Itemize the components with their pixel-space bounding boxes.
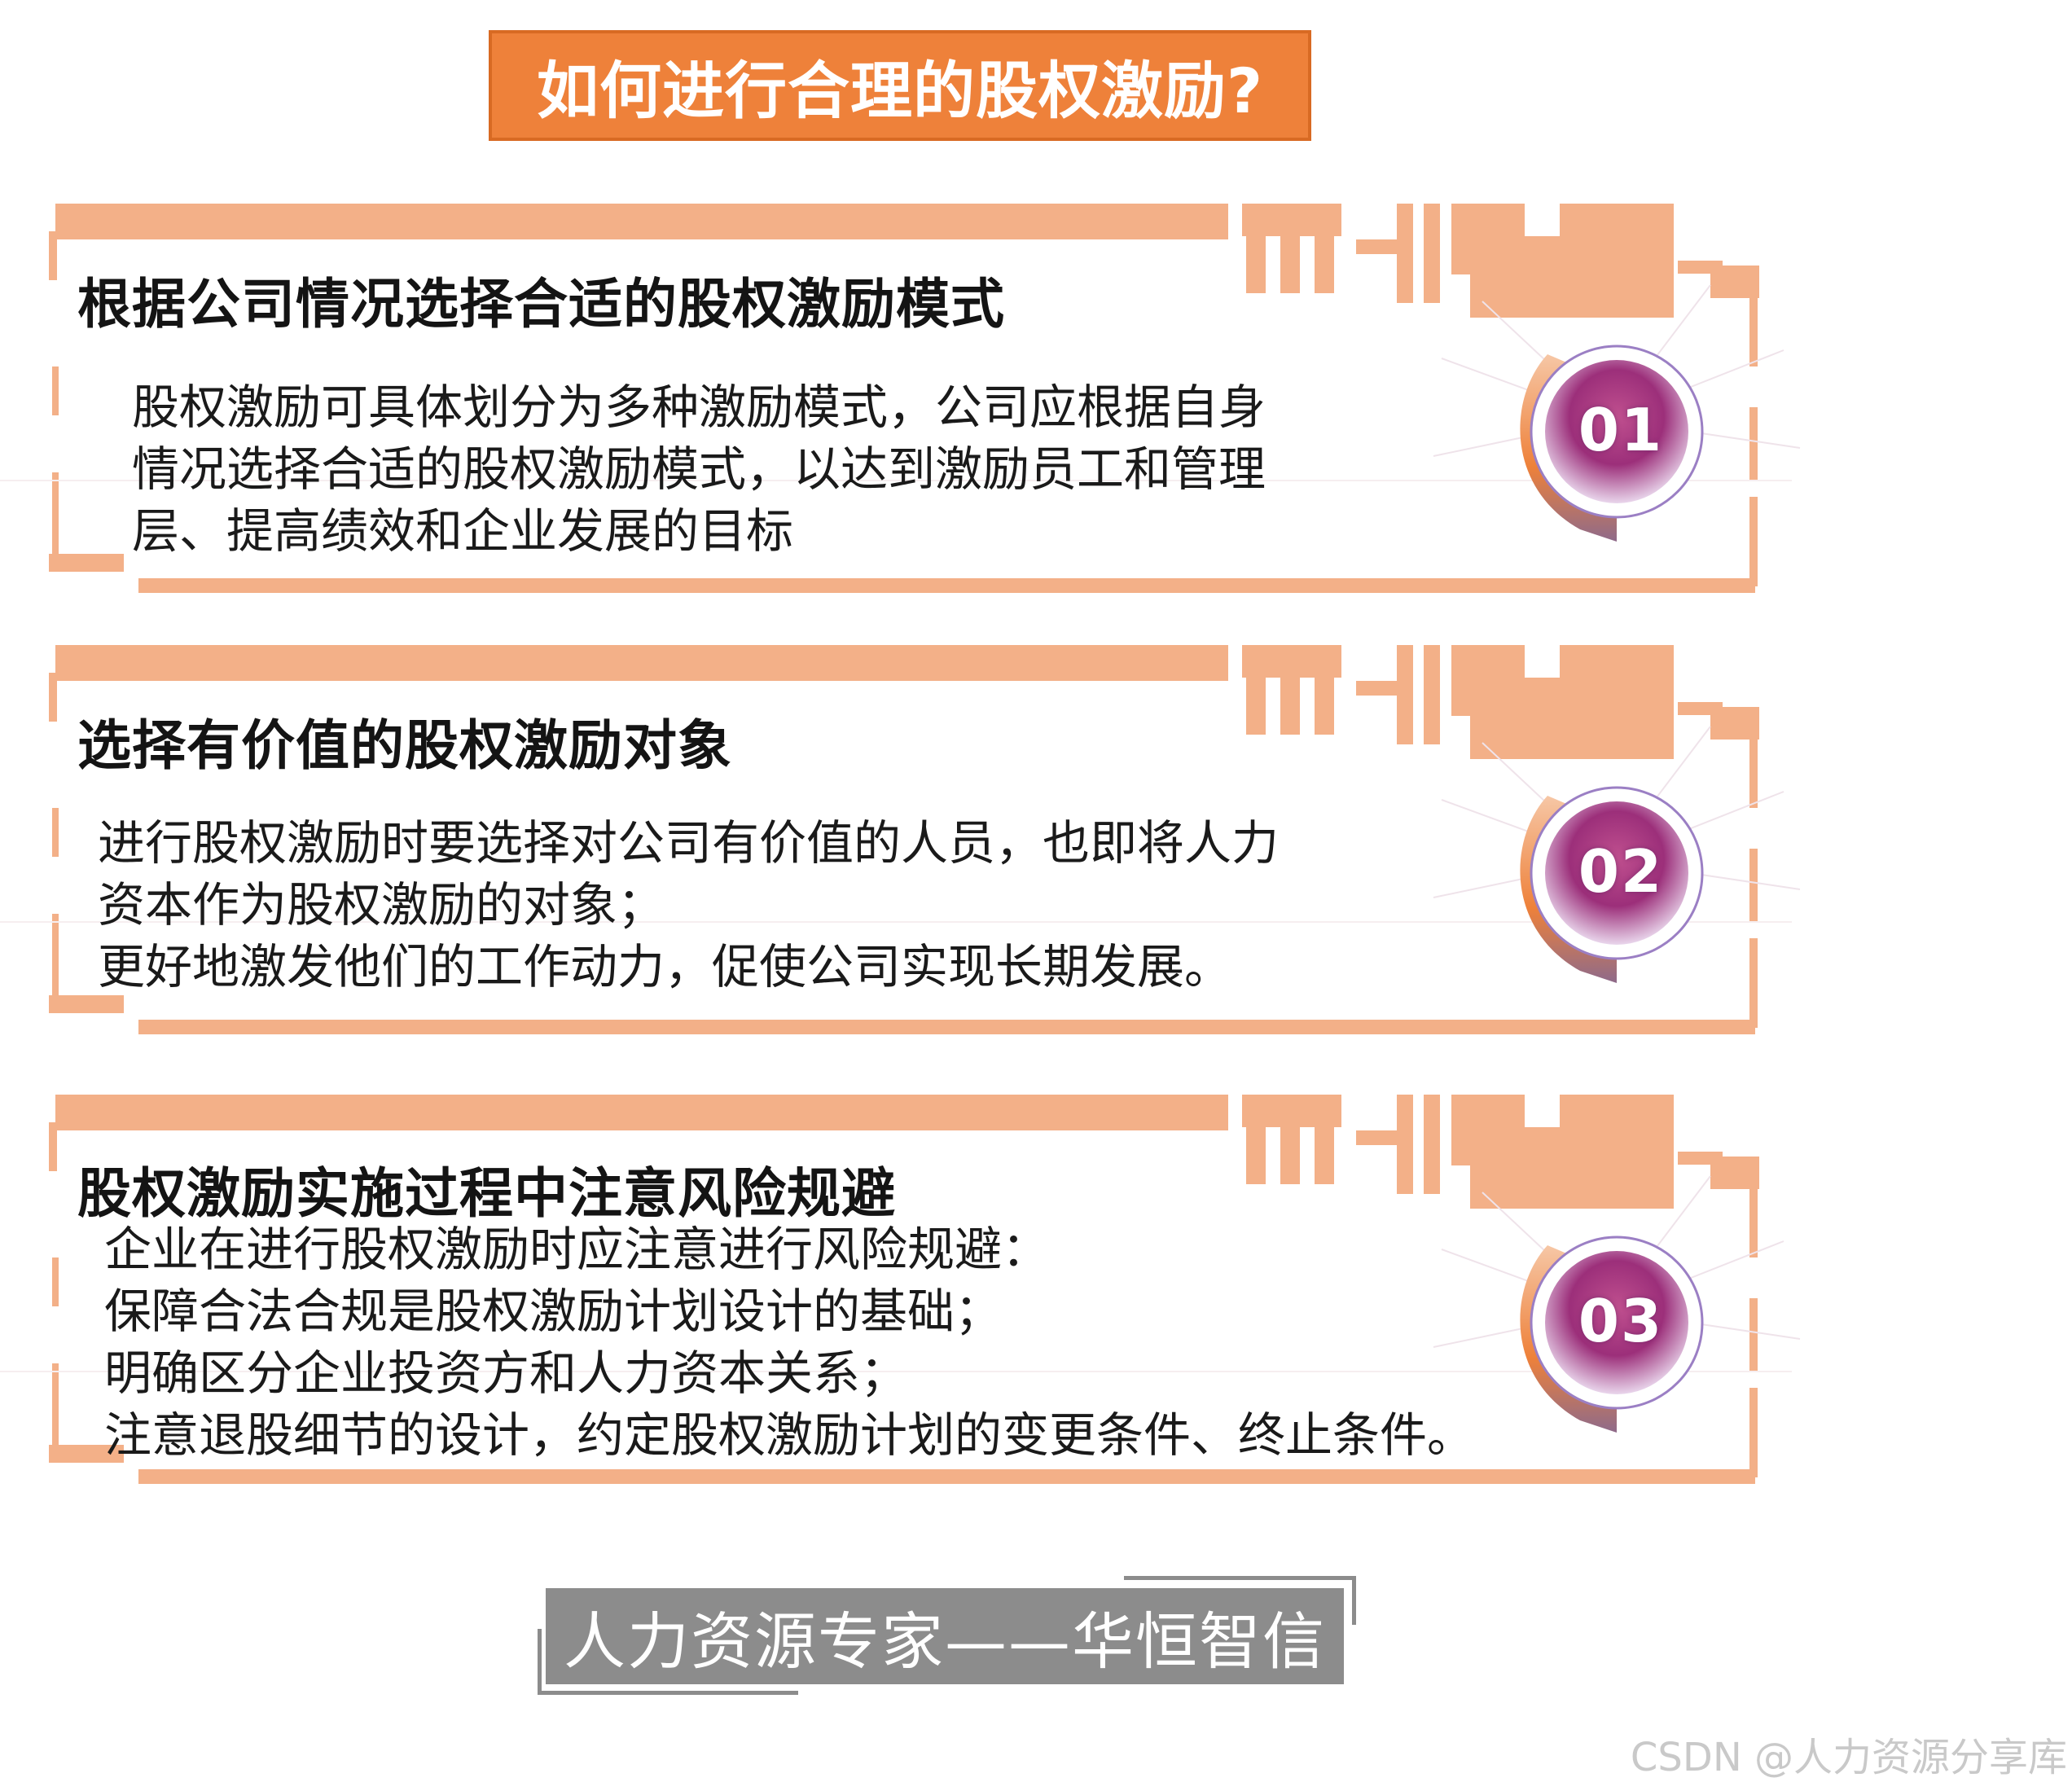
section-body-line: 层、提高绩效和企业发展的目标 [132, 503, 794, 559]
section-number-badge: 03 [1578, 1287, 1664, 1355]
watermark: CSDN @人力资源分享库 [1630, 1735, 2067, 1780]
footer-banner: 人力资源专家——华恒智信 [546, 1588, 1344, 1684]
section-heading: 根据公司情况选择合适的股权激励模式 [77, 273, 1005, 336]
footer-bracket-top [1124, 1576, 1356, 1580]
section-card-2: 选择有价值的股权激励对象 02 进行股权激励时要选择对公司有价值的人员，也即将人… [0, 645, 2072, 1069]
section-body-line: 更好地激发他们的工作动力，促使公司实现长期发展。 [98, 939, 1232, 994]
page-title: 如何进行合理的股权激励? [536, 55, 1264, 127]
section-body: 股权激励可具体划分为多种激励模式，公司应根据自身 情况选择合适的股权激励模式，以… [132, 376, 1266, 562]
section-body-line: 情况选择合适的股权激励模式，以达到激励员工和管理 [132, 441, 1266, 497]
section-body: 企业在进行股权激励时应注意进行风险规避： 保障合法合规是股权激励计划设计的基础；… [104, 1218, 1474, 1466]
section-number-badge: 02 [1578, 837, 1664, 906]
footer-bracket-left [538, 1629, 542, 1694]
section-card-1: 根据公司情况选择合适的股权激励模式 01 股权激励可具体划分为多种激励模式，公司… [0, 204, 2072, 627]
footer-bracket-bottom [538, 1691, 798, 1695]
footer-text: 人力资源专家——华恒智信 [564, 1605, 1326, 1678]
section-body-line: 注意退股细节的设计，约定股权激励计划的变更条件、终止条件。 [104, 1407, 1475, 1463]
section-body-line: 保障合法合规是股权激励计划设计的基础； [104, 1284, 1003, 1339]
section-body-line: 资本作为股权激励的对象； [98, 877, 665, 933]
page-title-banner: 如何进行合理的股权激励? [489, 30, 1311, 141]
section-heading: 选择有价值的股权激励对象 [77, 714, 732, 777]
section-body-line: 进行股权激励时要选择对公司有价值的人员，也即将人力 [98, 815, 1280, 871]
section-body-line: 企业在进行股权激励时应注意进行风险规避： [104, 1222, 1050, 1277]
section-heading: 股权激励实施过程中注意风险规避 [77, 1162, 896, 1225]
section-body-line: 明确区分企业投资方和人力资本关系； [104, 1345, 908, 1401]
section-card-3: 股权激励实施过程中注意风险规避 03 企业在进行股权激励时应注意进行风险规避： … [0, 1095, 2072, 1518]
section-body-line: 股权激励可具体划分为多种激励模式，公司应根据自身 [132, 380, 1266, 435]
section-body: 进行股权激励时要选择对公司有价值的人员，也即将人力 资本作为股权激励的对象； 更… [98, 812, 1279, 998]
section-number-badge: 01 [1578, 396, 1664, 464]
footer-bracket-right [1352, 1576, 1356, 1625]
